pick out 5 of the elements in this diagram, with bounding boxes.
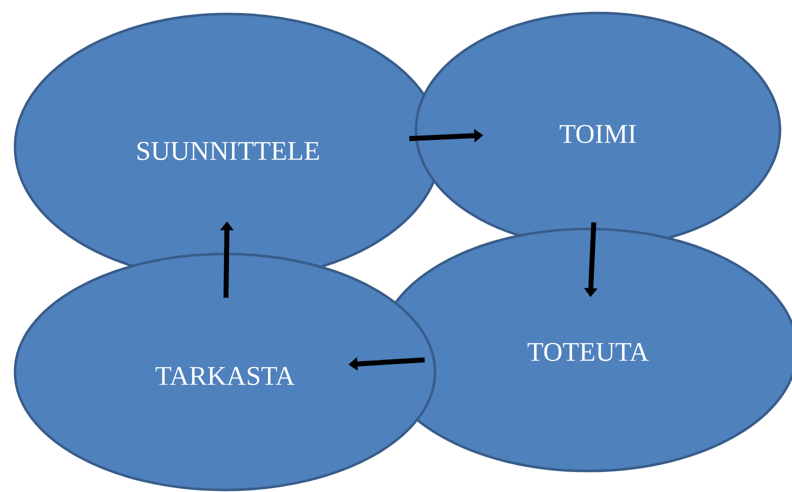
ellipse-node: TOIMI (414, 12, 782, 248)
ellipse-node: TARKASTA (14, 252, 436, 492)
ellipse-node: SUUNNITTELE (14, 12, 442, 282)
node-label: TOTEUTA (528, 342, 649, 362)
node-label: TARKASTA (156, 366, 295, 386)
